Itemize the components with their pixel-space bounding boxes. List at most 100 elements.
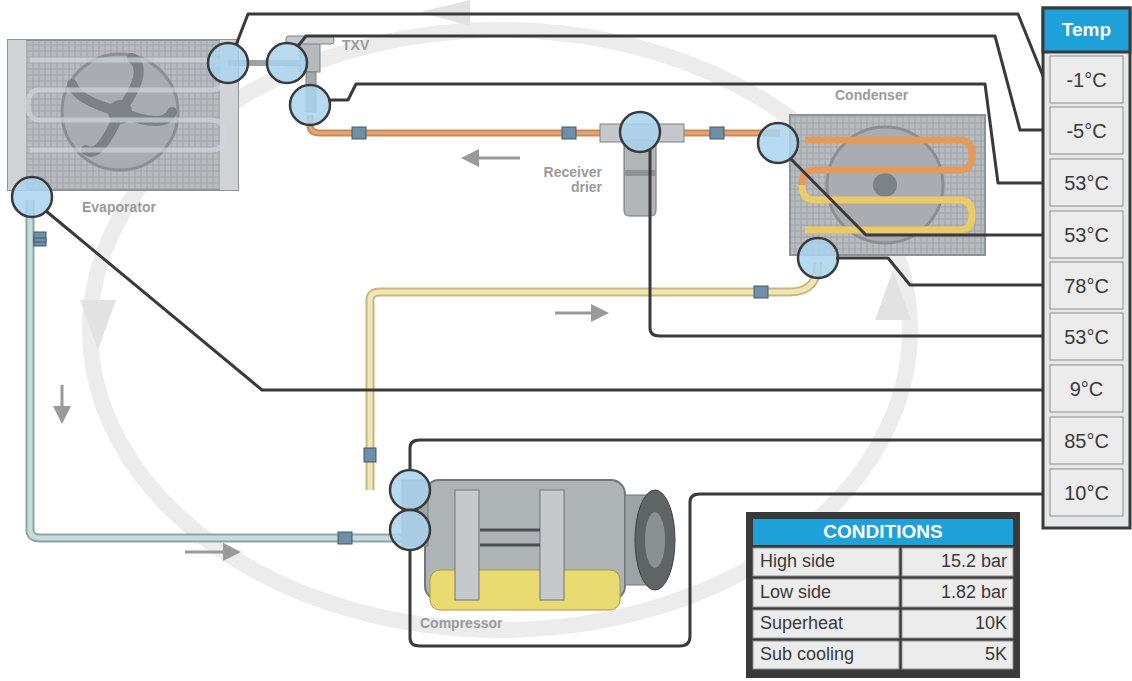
illustration-rect: [1050, 262, 1123, 309]
illustration-rect: [902, 548, 1013, 576]
table-cell: 1.82 bar: [904, 583, 1007, 603]
illustration-rect: [540, 490, 564, 600]
table-cell: High side: [760, 552, 896, 572]
evaporator: [8, 40, 238, 190]
illustration-rect: [902, 641, 1013, 669]
table-cell: 10K: [904, 614, 1007, 634]
illustration-rect: [902, 610, 1013, 638]
table-cell: 15.2 bar: [904, 552, 1007, 572]
illustration-rect: [1050, 313, 1123, 360]
illustration-circle: [290, 85, 330, 125]
illustration-circle: [798, 238, 838, 278]
illustration-path: [410, 440, 1043, 470]
illustration-rect: [1043, 8, 1130, 52]
pipes: [30, 63, 818, 538]
illustration-circle: [208, 43, 248, 83]
temperature-value: -5°C: [1050, 120, 1123, 142]
illustration-path: [555, 312, 600, 315]
illustration-rect: [352, 127, 366, 139]
illustration-path: [236, 14, 1043, 76]
leader-lines: [46, 14, 1043, 646]
compressor: [402, 480, 675, 610]
illustration-path: [802, 140, 972, 230]
illustration-path: [370, 262, 818, 490]
illustration-path: [61, 385, 64, 415]
illustration-circle: [758, 123, 798, 163]
illustration-circle: [873, 173, 897, 197]
temp-panel: [1043, 8, 1130, 528]
illustration-rect: [338, 532, 352, 544]
temperature-value: 53°C: [1050, 224, 1123, 246]
illustration-path: [328, 84, 1043, 183]
illustration-rect: [364, 448, 376, 462]
temperature-value: 53°C: [1050, 326, 1123, 348]
illustration-rect: [902, 579, 1013, 607]
illustration-rect: [562, 127, 576, 139]
illustration-rect: [1050, 469, 1123, 516]
component-label: Receiver drier: [536, 165, 602, 196]
table-cell: Low side: [760, 583, 896, 603]
illustration-path: [30, 200, 410, 538]
temperature-value: 85°C: [1050, 430, 1123, 452]
illustration-rect: [1043, 8, 1130, 528]
conditions-table: [746, 512, 1020, 678]
illustration-rect: [8, 40, 238, 190]
illustration-circle: [827, 127, 943, 243]
illustration-path: [185, 551, 232, 554]
illustration-rect: [753, 579, 899, 607]
temperature-value: 53°C: [1050, 172, 1123, 194]
table-cell: 5K: [904, 645, 1007, 665]
table-cell: Sub cooling: [760, 645, 896, 665]
illustration-rect: [1050, 159, 1123, 206]
illustration-path: [650, 150, 1043, 336]
component-label: Condenser: [835, 88, 935, 103]
illustration-rect: [753, 641, 899, 669]
illustration-rect: [746, 512, 1020, 678]
illustration-circle: [62, 54, 178, 170]
measurement-points: [12, 43, 838, 550]
illustration-path: [790, 158, 1043, 235]
illustration-circle: [390, 510, 430, 550]
illustration-g: [753, 548, 1013, 669]
illustration-path: [370, 262, 818, 490]
illustration-path: [802, 185, 972, 230]
illustration-rect: [753, 610, 899, 638]
illustration-rect: [1050, 211, 1123, 258]
illustration-rect: [1050, 56, 1123, 103]
temperature-value: -1°C: [1050, 69, 1123, 91]
illustration-rect: [754, 286, 768, 298]
illustration-ellipse: [645, 512, 665, 568]
component-label: Evaporator: [82, 200, 192, 215]
illustration-ellipse: [635, 490, 675, 590]
illustration-rect: [753, 548, 899, 576]
illustration-path: [72, 58, 172, 152]
illustration-path: [46, 211, 1043, 390]
table-cell: Superheat: [760, 614, 896, 634]
table-header: Temp: [1043, 20, 1130, 41]
illustration-rect: [1050, 107, 1123, 154]
illustration-path: [836, 258, 1043, 285]
temperature-value: 10°C: [1050, 482, 1123, 504]
illustration-g: [1050, 56, 1123, 516]
illustration-path: [80, 300, 116, 350]
temperature-value: 9°C: [1050, 378, 1123, 400]
illustration-rect: [34, 232, 46, 246]
illustration-circle: [267, 43, 307, 83]
illustration-circle: [620, 112, 660, 152]
illustration-rect: [34, 238, 46, 242]
illustration-path: [30, 200, 410, 538]
illustration-rect: [1050, 365, 1123, 412]
illustration-rect: [710, 127, 724, 139]
illustration-path: [470, 157, 520, 160]
temperature-value: 78°C: [1050, 275, 1123, 297]
illustration-rect: [1050, 417, 1123, 464]
flow-arrows: [62, 158, 600, 552]
illustration-circle: [390, 470, 430, 510]
illustration-rect: [455, 490, 479, 600]
illustration-path: [28, 60, 225, 150]
component-label: TXV: [342, 38, 382, 53]
illustration-rect: [753, 519, 1013, 545]
component-label: Compressor: [420, 616, 530, 631]
